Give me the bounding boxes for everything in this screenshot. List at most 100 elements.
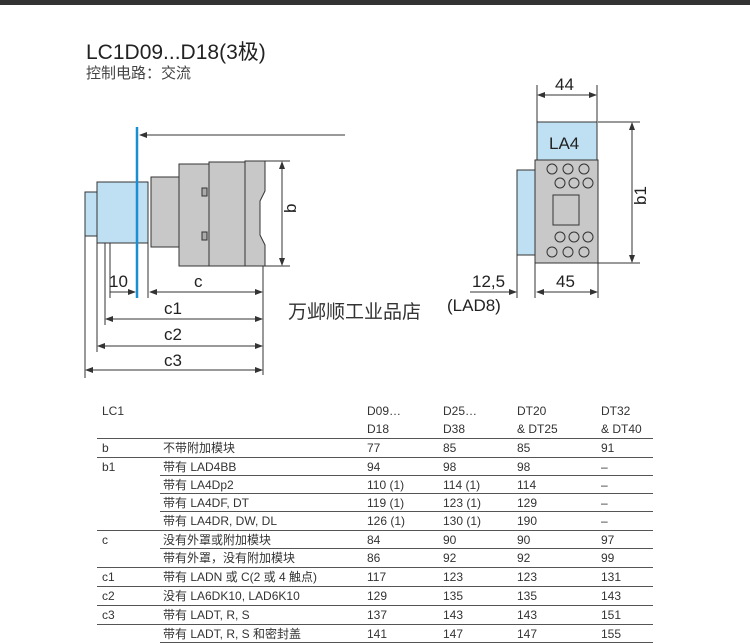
table-cell: c2 (102, 589, 115, 603)
table-cell: – (601, 460, 608, 474)
table-cell: 90 (443, 533, 457, 547)
table-cell: – (601, 478, 608, 492)
table-cell: 92 (517, 551, 531, 565)
dim-c: c (194, 272, 203, 291)
header-cell: & DT25 (517, 422, 558, 436)
table-header-row-2: D18 D38 & DT25 & DT40 (97, 420, 653, 439)
table-cell: 147 (443, 627, 464, 641)
table-cell: 143 (601, 589, 622, 603)
table-cell: c (102, 533, 108, 547)
dim-b: b (281, 204, 300, 213)
table-cell: 143 (443, 608, 464, 622)
la4-label: LA4 (549, 134, 579, 153)
table-cell: b1 (102, 460, 116, 474)
table-cell: 带有 LADT, R, S (163, 608, 250, 622)
table-cell: 123 (443, 570, 464, 584)
table-cell: 123 (517, 570, 538, 584)
contactor-body (178, 163, 210, 267)
front-module (84, 191, 98, 237)
table-cell: 129 (367, 589, 388, 603)
table-cell: 147 (517, 627, 538, 641)
table-cell: 98 (443, 460, 457, 474)
table-cell: 77 (367, 441, 381, 455)
dim-b1: b1 (631, 186, 650, 205)
table-cell: 85 (517, 441, 531, 455)
table-row: c2 没有 LA6DK10, LAD6K10 129 135 135 143 (97, 587, 653, 606)
table-header-row: LC1 D09… D25… DT20 DT32 (97, 402, 653, 420)
table-cell: 97 (601, 533, 615, 547)
table-cell: 92 (443, 551, 457, 565)
table-cell: b (102, 441, 109, 455)
table-row: b 不带附加模块 77 85 85 91 (97, 439, 653, 458)
table-row: c1 带有 LADN 或 C(2 或 4 触点) 117 123 123 131 (97, 568, 653, 587)
table-cell: 135 (443, 589, 464, 603)
table-cell: 114 (517, 478, 537, 492)
page-subtitle: 控制电路：交流 (86, 65, 192, 82)
table-cell: 110 (1) (367, 478, 405, 492)
contactor-side (534, 159, 599, 264)
table-cell: 94 (367, 460, 381, 474)
lad8-label: (LAD8) (447, 296, 501, 315)
table-cell: 带有 LA4DF, DT (163, 496, 250, 510)
table-cell: 带有 LAD4BB (163, 460, 237, 474)
dim-c1: c1 (164, 299, 182, 318)
header-cell: LC1 (102, 404, 125, 418)
dim-10: 10 (109, 272, 128, 291)
table-cell: 155 (601, 627, 622, 641)
table-row: 带有 LADT, R, S 和密封盖 141 147 147 155 (97, 625, 653, 643)
table-cell: 不带附加模块 (163, 441, 236, 455)
table-cell: c1 (102, 570, 115, 584)
table-cell: 85 (443, 441, 457, 455)
page-title: LC1D09...D18(3极) (86, 41, 266, 64)
table-cell: 84 (367, 533, 381, 547)
table-cell: 137 (367, 608, 388, 622)
header-cell: & DT40 (601, 422, 642, 436)
table-cell: 90 (517, 533, 531, 547)
table-row: b1 带有 LAD4BB 94 98 98 – (97, 458, 653, 476)
table-cell: 没有 LA6DK10, LAD6K10 (163, 589, 300, 603)
table-cell: 114 (1) (443, 478, 481, 492)
table-cell: 带有 LA4Dp2 (163, 478, 234, 492)
table-cell: 135 (517, 589, 538, 603)
header-cell: DT20 (517, 404, 547, 418)
table-cell: 99 (601, 551, 615, 565)
table-cell: 123 (1) (443, 496, 482, 510)
header-cell: D25… (443, 404, 478, 418)
table-cell: 126 (1) (367, 514, 406, 528)
table-cell: 130 (1) (443, 514, 482, 528)
table-cell: 98 (517, 460, 531, 474)
header-cell: DT32 (601, 404, 631, 418)
table-cell: c3 (102, 608, 115, 622)
table-cell: 91 (601, 441, 615, 455)
dimension-drawing: 10 c c1 c2 c3 b b1 44 12,5 45 (LAD8) LA4… (84, 75, 650, 378)
watermark: 万邺顺工业品店 (288, 301, 421, 323)
table-cell: – (601, 514, 608, 528)
dim-c2: c2 (164, 325, 182, 344)
table-cell: 119 (1) (367, 496, 405, 510)
table-row: 带有 LA4Dp2 110 (1) 114 (1) 114 – (97, 476, 653, 494)
table-cell: 117 (367, 570, 387, 584)
dim-12-5: 12,5 (472, 272, 505, 291)
top-bar (0, 0, 750, 5)
table-cell: 131 (601, 570, 622, 584)
table-cell: 151 (601, 608, 622, 622)
table-cell: 带有 LA4DR, DW, DL (163, 514, 278, 528)
aux-module (96, 181, 149, 244)
header-cell: D18 (367, 422, 390, 436)
table-cell: – (601, 496, 608, 510)
table-cell: 141 (367, 627, 388, 641)
table-cell: 带有 LADN 或 C(2 或 4 触点) (163, 570, 318, 584)
table-cell: 带有外罩，没有附加模块 (163, 551, 296, 565)
dim-44: 44 (555, 75, 574, 94)
dim-c3: c3 (164, 351, 182, 370)
dimensions-table: LC1 D09… D25… DT20 DT32 D18 D38 & DT25 &… (97, 402, 653, 643)
table-cell: 没有外罩或附加模块 (163, 533, 272, 547)
header-cell: D09… (367, 404, 402, 418)
table-cell: 带有 LADT, R, S 和密封盖 (163, 627, 302, 641)
header-cell: D38 (443, 422, 466, 436)
dim-45: 45 (556, 272, 575, 291)
